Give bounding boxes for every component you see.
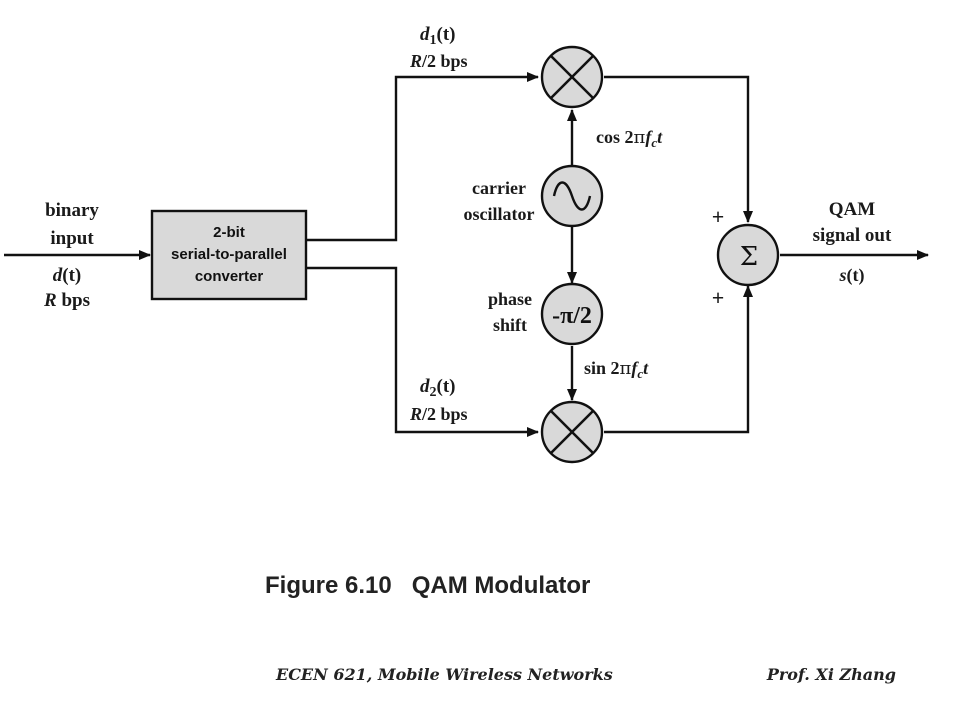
output-label-1: QAM (829, 199, 876, 220)
phase-value: -π/2 (552, 303, 592, 329)
d2-rate-rest: /2 bps (421, 404, 468, 424)
d1-path (306, 72, 539, 242)
oscillator-label-2: oscillator (464, 204, 535, 224)
oscillator-label-1: carrier (472, 178, 526, 198)
fc-f: f (645, 127, 653, 147)
input-labels: binary input d(t) R bps (43, 200, 99, 311)
pi-symbol: π (620, 358, 632, 379)
carrier-oscillator (540, 164, 604, 228)
sum-symbol: Σ (740, 242, 758, 272)
converter-line-2: serial-to-parallel (171, 246, 287, 263)
d2-fn: d (420, 376, 430, 397)
phase-shift-block (540, 282, 604, 346)
footer-course: ECEN 621, Mobile Wireless Networks (275, 665, 613, 684)
cos-label: cos 2πfct (596, 127, 663, 150)
d2-rate: R/2 bps (409, 404, 468, 424)
d1-arg: (t) (437, 24, 456, 45)
d2-labels: d2(t) R/2 bps (409, 376, 468, 424)
mixer-top (540, 45, 604, 109)
input-signal-arg: (t) (62, 265, 81, 286)
d2-rate-var: R (409, 404, 422, 424)
output-arg: (t) (847, 265, 865, 286)
d1-rate-var: R (409, 51, 422, 71)
phase-shifter: -π/2 (540, 282, 604, 346)
t-var: t (657, 127, 663, 147)
mixer-bottom (540, 400, 604, 464)
d2-path (306, 266, 539, 437)
figure-caption: Figure 6.10 QAM Modulator (265, 572, 590, 599)
mixer2-to-sum (604, 285, 753, 434)
d1-signal: d1(t) (420, 24, 455, 48)
converter-box (150, 209, 308, 301)
serial-to-parallel-converter: 2-bit serial-to-parallel converter (150, 209, 308, 301)
d2-signal: d2(t) (420, 376, 455, 400)
plus-bottom: + (712, 285, 725, 310)
summer: Σ + + (712, 204, 780, 310)
pi-symbol: π (634, 127, 646, 148)
t-var: t (643, 358, 649, 378)
mixer1-to-sum (604, 75, 753, 223)
input-label-1: binary (45, 200, 99, 221)
cos-prefix: cos 2 (596, 127, 634, 147)
input-label-2: input (50, 228, 94, 249)
fc-sub: c (651, 135, 657, 150)
fc-sub: c (637, 366, 643, 381)
d1-fn: d (420, 24, 430, 45)
input-rate-unit: bps (57, 290, 90, 311)
footer-author: Prof. Xi Zhang (766, 665, 896, 684)
d2-sub: 2 (430, 385, 437, 400)
input-rate-var: R (43, 290, 57, 311)
output-labels: QAM signal out s(t) (813, 199, 892, 286)
converter-line-1: 2-bit (213, 224, 245, 241)
output-fn: s (839, 265, 847, 285)
phase-label-1: phase (488, 289, 532, 309)
sin-prefix: sin 2 (584, 358, 620, 378)
fc-f: f (631, 358, 639, 378)
converter-line-3: converter (195, 268, 264, 285)
signal-wires (4, 72, 929, 437)
d2-arg: (t) (437, 376, 456, 397)
output-signal: s(t) (839, 265, 865, 286)
d1-sub: 1 (430, 33, 437, 48)
input-rate: R bps (43, 290, 90, 311)
d1-rate-rest: /2 bps (421, 51, 468, 71)
sum-icon (716, 223, 780, 287)
plus-top: + (712, 204, 725, 229)
output-label-2: signal out (813, 225, 892, 246)
phase-label-2: shift (493, 315, 527, 335)
input-signal: d(t) (53, 265, 81, 286)
sin-label: sin 2πfct (584, 358, 649, 381)
input-signal-fn: d (53, 265, 63, 286)
d1-labels: d1(t) R/2 bps (409, 24, 468, 71)
d1-rate: R/2 bps (409, 51, 468, 71)
